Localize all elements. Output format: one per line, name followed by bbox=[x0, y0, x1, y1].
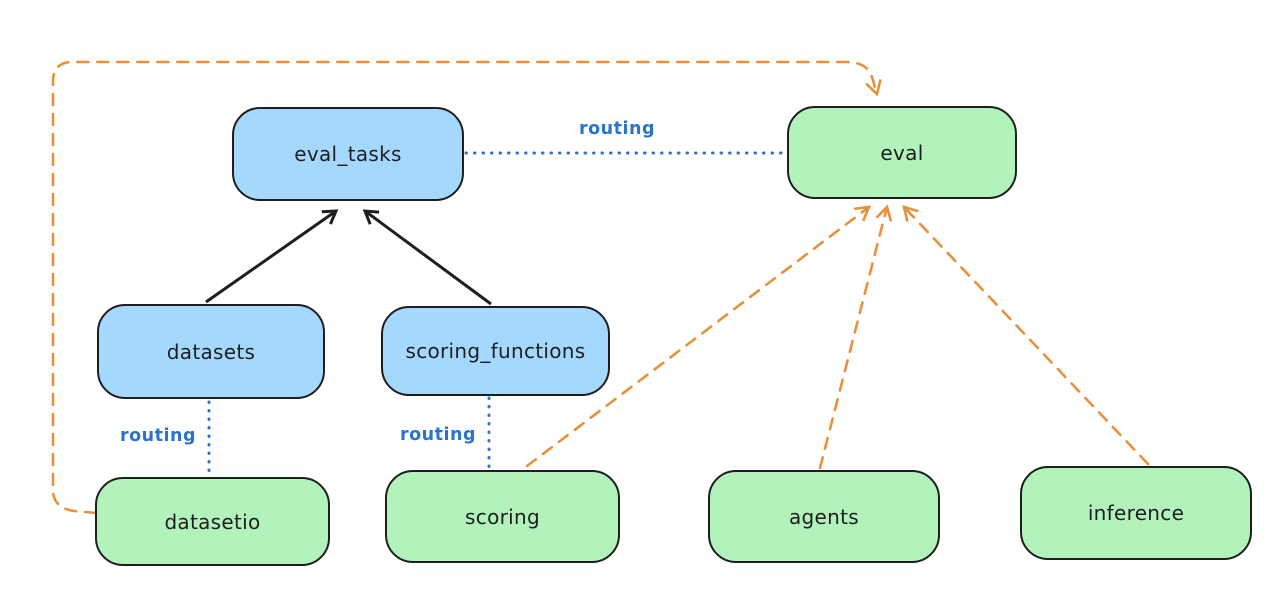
node-eval-label: eval bbox=[880, 140, 924, 165]
node-scoring-label: scoring bbox=[465, 504, 540, 529]
edge-scoring_functions-to-eval_tasks bbox=[362, 209, 492, 306]
node-datasets: datasets bbox=[97, 304, 325, 399]
node-inference: inference bbox=[1020, 466, 1252, 560]
node-scoring_functions-label: scoring_functions bbox=[405, 339, 586, 363]
node-agents: agents bbox=[708, 470, 940, 563]
edge-inference-to-eval bbox=[902, 205, 1150, 466]
node-agents-label: agents bbox=[789, 504, 859, 529]
edge-label-routing-scoring_functions-scoring: routing bbox=[400, 425, 476, 445]
edge-scoring-to-eval bbox=[525, 205, 872, 468]
edge-datasetio-to-eval-loop bbox=[51, 60, 882, 515]
edge-label-routing-datasets-datasetio: routing bbox=[120, 426, 196, 446]
node-scoring: scoring bbox=[385, 470, 620, 563]
node-datasets-label: datasets bbox=[166, 339, 256, 364]
node-datasetio: datasetio bbox=[95, 477, 330, 566]
node-datasetio-label: datasetio bbox=[164, 509, 261, 534]
node-eval: eval bbox=[787, 106, 1017, 199]
edge-datasets-to-eval_tasks bbox=[205, 209, 339, 304]
node-eval_tasks: eval_tasks bbox=[232, 107, 464, 201]
node-inference-label: inference bbox=[1087, 501, 1185, 525]
node-eval_tasks-label: eval_tasks bbox=[294, 142, 402, 166]
edge-agents-to-eval bbox=[818, 204, 893, 470]
node-scoring_functions: scoring_functions bbox=[381, 306, 610, 396]
edge-label-routing-eval_tasks-eval: routing bbox=[579, 119, 655, 139]
